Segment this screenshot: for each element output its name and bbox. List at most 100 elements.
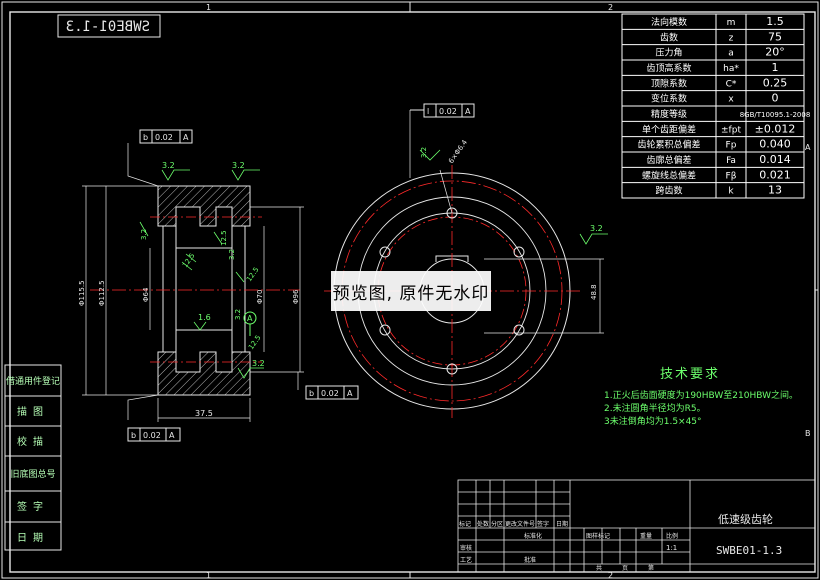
- tol-frame-left-bottom: b 0.02 A: [127, 427, 181, 442]
- rough-8: 12.5: [247, 334, 262, 351]
- left-col-label-3: 旧底图总号: [10, 468, 55, 480]
- param-value: 1: [772, 61, 779, 74]
- param-name: 齿顶高系数: [646, 62, 691, 74]
- tech-req-title: 技术要求: [660, 367, 720, 382]
- rough-1: 3.2: [162, 161, 175, 170]
- param-symbol: x: [728, 95, 734, 105]
- param-value: 8GB/T10095.1-2008: [740, 111, 811, 119]
- title-block: [457, 479, 816, 573]
- left-col-label-1: 描图: [17, 405, 49, 418]
- tb-lbl-process: 工艺: [460, 556, 472, 564]
- left-col-label-2: 校描: [17, 435, 49, 448]
- tb-lbl-doc: 更改文件号: [505, 520, 535, 528]
- tb-lbl-zone: 分区: [491, 520, 503, 528]
- rough-11: 3.2: [420, 147, 428, 158]
- param-name: 单个齿距偏差: [642, 123, 696, 135]
- tb-lbl-review: 审核: [460, 544, 472, 552]
- rough-2: 3.2: [232, 161, 245, 170]
- param-symbol: ±fpt: [721, 125, 741, 135]
- param-symbol: k: [728, 187, 734, 197]
- left-column: [4, 364, 62, 551]
- tb-part-name: 低速级齿轮: [718, 512, 773, 526]
- dim-d4: Φ70: [256, 290, 264, 304]
- param-symbol: Fp: [726, 141, 737, 151]
- dim-d3: Φ64: [142, 287, 150, 302]
- param-name: 精度等级: [651, 108, 687, 120]
- tb-scale: 1:1: [666, 544, 677, 552]
- tb-lbl-sign: 签字: [537, 520, 549, 528]
- param-name: 齿轮累积总偏差: [637, 139, 700, 151]
- param-name: 螺旋线总偏差: [642, 169, 696, 181]
- tb-lbl-date: 日期: [556, 520, 568, 528]
- param-value: 20°: [765, 46, 785, 59]
- tech-req-item-2: 2.未注圆角半径均为R5。: [604, 402, 706, 414]
- svg-text:l: l: [427, 107, 429, 116]
- rough-10: 3.2: [140, 229, 148, 240]
- param-name: 变位系数: [651, 93, 687, 105]
- param-symbol: ha*: [723, 64, 739, 74]
- zone-bottom-1: 1: [206, 571, 211, 580]
- tol-frame-front: l 0.02 A: [409, 103, 475, 178]
- tb-lbl-page: 第: [648, 564, 654, 572]
- svg-text:A: A: [169, 431, 175, 440]
- rough-6: 12.5: [220, 230, 228, 246]
- param-value: 0.25: [763, 76, 788, 89]
- tb-lbl-count: 处数: [477, 520, 489, 528]
- svg-text:A: A: [247, 314, 253, 323]
- svg-text:0.02: 0.02: [143, 431, 161, 440]
- param-symbol: z: [729, 33, 734, 43]
- rough-4: 3.2: [252, 359, 265, 368]
- dim-d2: Φ112.5: [98, 280, 106, 306]
- param-value: 1.5: [766, 15, 784, 28]
- param-symbol: C*: [726, 79, 737, 89]
- param-name: 压力角: [655, 47, 682, 59]
- param-symbol: m: [727, 18, 736, 28]
- param-value: ±0.012: [755, 122, 796, 135]
- svg-text:A: A: [183, 133, 189, 142]
- datum-symbol: A: [243, 311, 257, 336]
- zone-top-1: 1: [206, 3, 211, 12]
- left-col-label-4: 签字: [17, 500, 49, 513]
- dim-od: Φ115.5: [78, 280, 86, 306]
- tb-lbl-sheet: 页: [622, 565, 628, 572]
- rough-12: 3.2: [228, 249, 236, 260]
- watermark: 预览图, 原件无水印: [331, 271, 491, 311]
- left-col-label-0: 借通用件登记: [6, 375, 60, 387]
- param-symbol: Fβ: [726, 171, 737, 181]
- section-view: [82, 143, 304, 422]
- param-value: 0.040: [759, 138, 791, 151]
- zone-bottom-2: 2: [608, 571, 613, 580]
- svg-text:A: A: [465, 107, 471, 116]
- param-name: 法向模数: [651, 16, 687, 28]
- param-name: 齿数: [660, 31, 678, 43]
- svg-text:0.02: 0.02: [439, 107, 457, 116]
- svg-text:b: b: [309, 389, 314, 398]
- param-value: 75: [768, 30, 782, 43]
- param-name: 顶隙系数: [651, 77, 687, 89]
- mirrored-code-box: SWBE01-1.3: [57, 14, 161, 38]
- tb-drawing-no: SWBE01-1.3: [716, 544, 782, 557]
- dim-width: 37.5: [195, 409, 213, 418]
- zone-right-a: A: [805, 143, 811, 152]
- dim-bore: 48.8: [590, 284, 598, 300]
- param-name: 跨齿数: [655, 185, 682, 197]
- tb-lbl-weight: 重量: [640, 532, 652, 540]
- roughness-marks: [139, 149, 608, 379]
- param-value: 0.021: [759, 168, 791, 181]
- rough-3: 3.2: [590, 224, 603, 233]
- zone-top-2: 2: [608, 3, 613, 12]
- tb-lbl-approve: 批准: [524, 556, 536, 564]
- tol-frame-left-top: b 0.02 A: [139, 129, 193, 144]
- tol-frame-right-mid: b 0.02 A: [305, 385, 359, 400]
- param-name: 齿廓总偏差: [646, 154, 691, 166]
- zone-right-b: B: [805, 429, 811, 438]
- tb-lbl-standard: 标准化: [524, 532, 542, 540]
- svg-text:b: b: [143, 133, 148, 142]
- svg-text:A: A: [347, 389, 353, 398]
- rough-7: 12.5: [245, 266, 260, 283]
- svg-text:b: b: [131, 431, 136, 440]
- tb-lbl-stage: 图样标记: [586, 532, 610, 540]
